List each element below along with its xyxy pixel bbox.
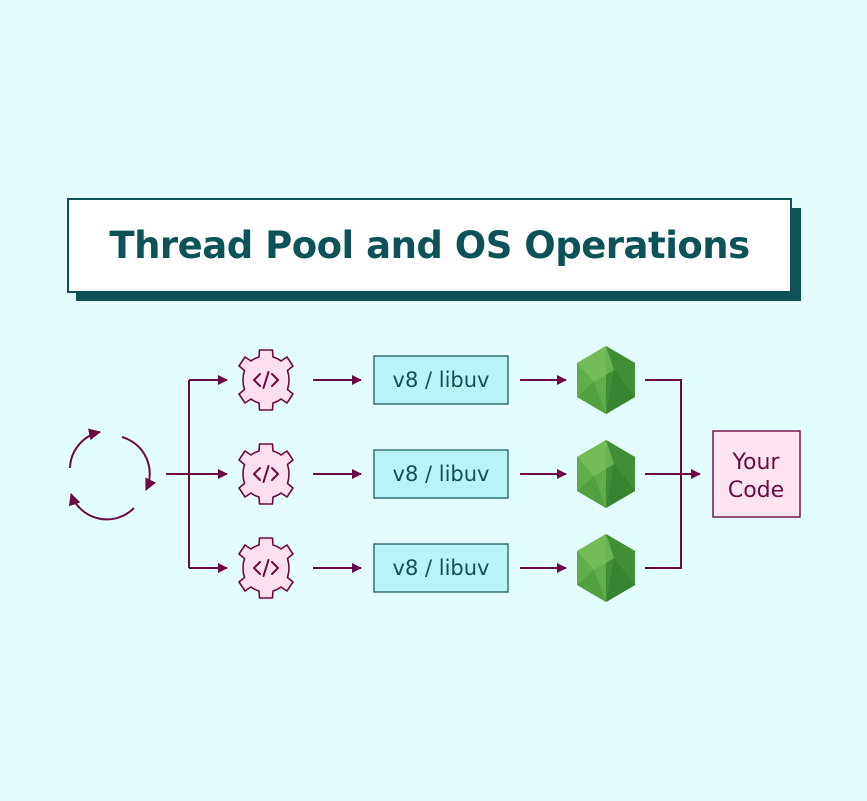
nodejs-hexagon-icon [577, 440, 635, 508]
code-gear-icon [238, 443, 294, 505]
your-code-line1: Your [732, 450, 781, 475]
v8-libuv-box [373, 543, 509, 593]
merge-connectors [645, 379, 701, 569]
v8-libuv-label: v8 / libuv [393, 368, 490, 392]
v8-libuv-box [373, 355, 509, 405]
title-box: Thread Pool and OS Operations [67, 198, 792, 293]
branch-connectors [166, 375, 228, 573]
thread-row: v8 / libuv [238, 346, 635, 414]
v8-libuv-label: v8 / libuv [393, 556, 490, 580]
v8-libuv-label: v8 / libuv [393, 462, 490, 486]
nodejs-hexagon-icon [577, 534, 635, 602]
thread-row: v8 / libuv [238, 534, 635, 602]
your-code-box [712, 430, 801, 518]
thread-row: v8 / libuv [238, 440, 635, 508]
v8-libuv-box [373, 449, 509, 499]
page-title: Thread Pool and OS Operations [109, 224, 750, 267]
code-gear-icon [238, 349, 294, 411]
nodejs-hexagon-icon [577, 346, 635, 414]
your-code-line2: Code [728, 478, 784, 503]
code-gear-icon [238, 537, 294, 599]
event-loop-cycle-icon [68, 428, 157, 521]
